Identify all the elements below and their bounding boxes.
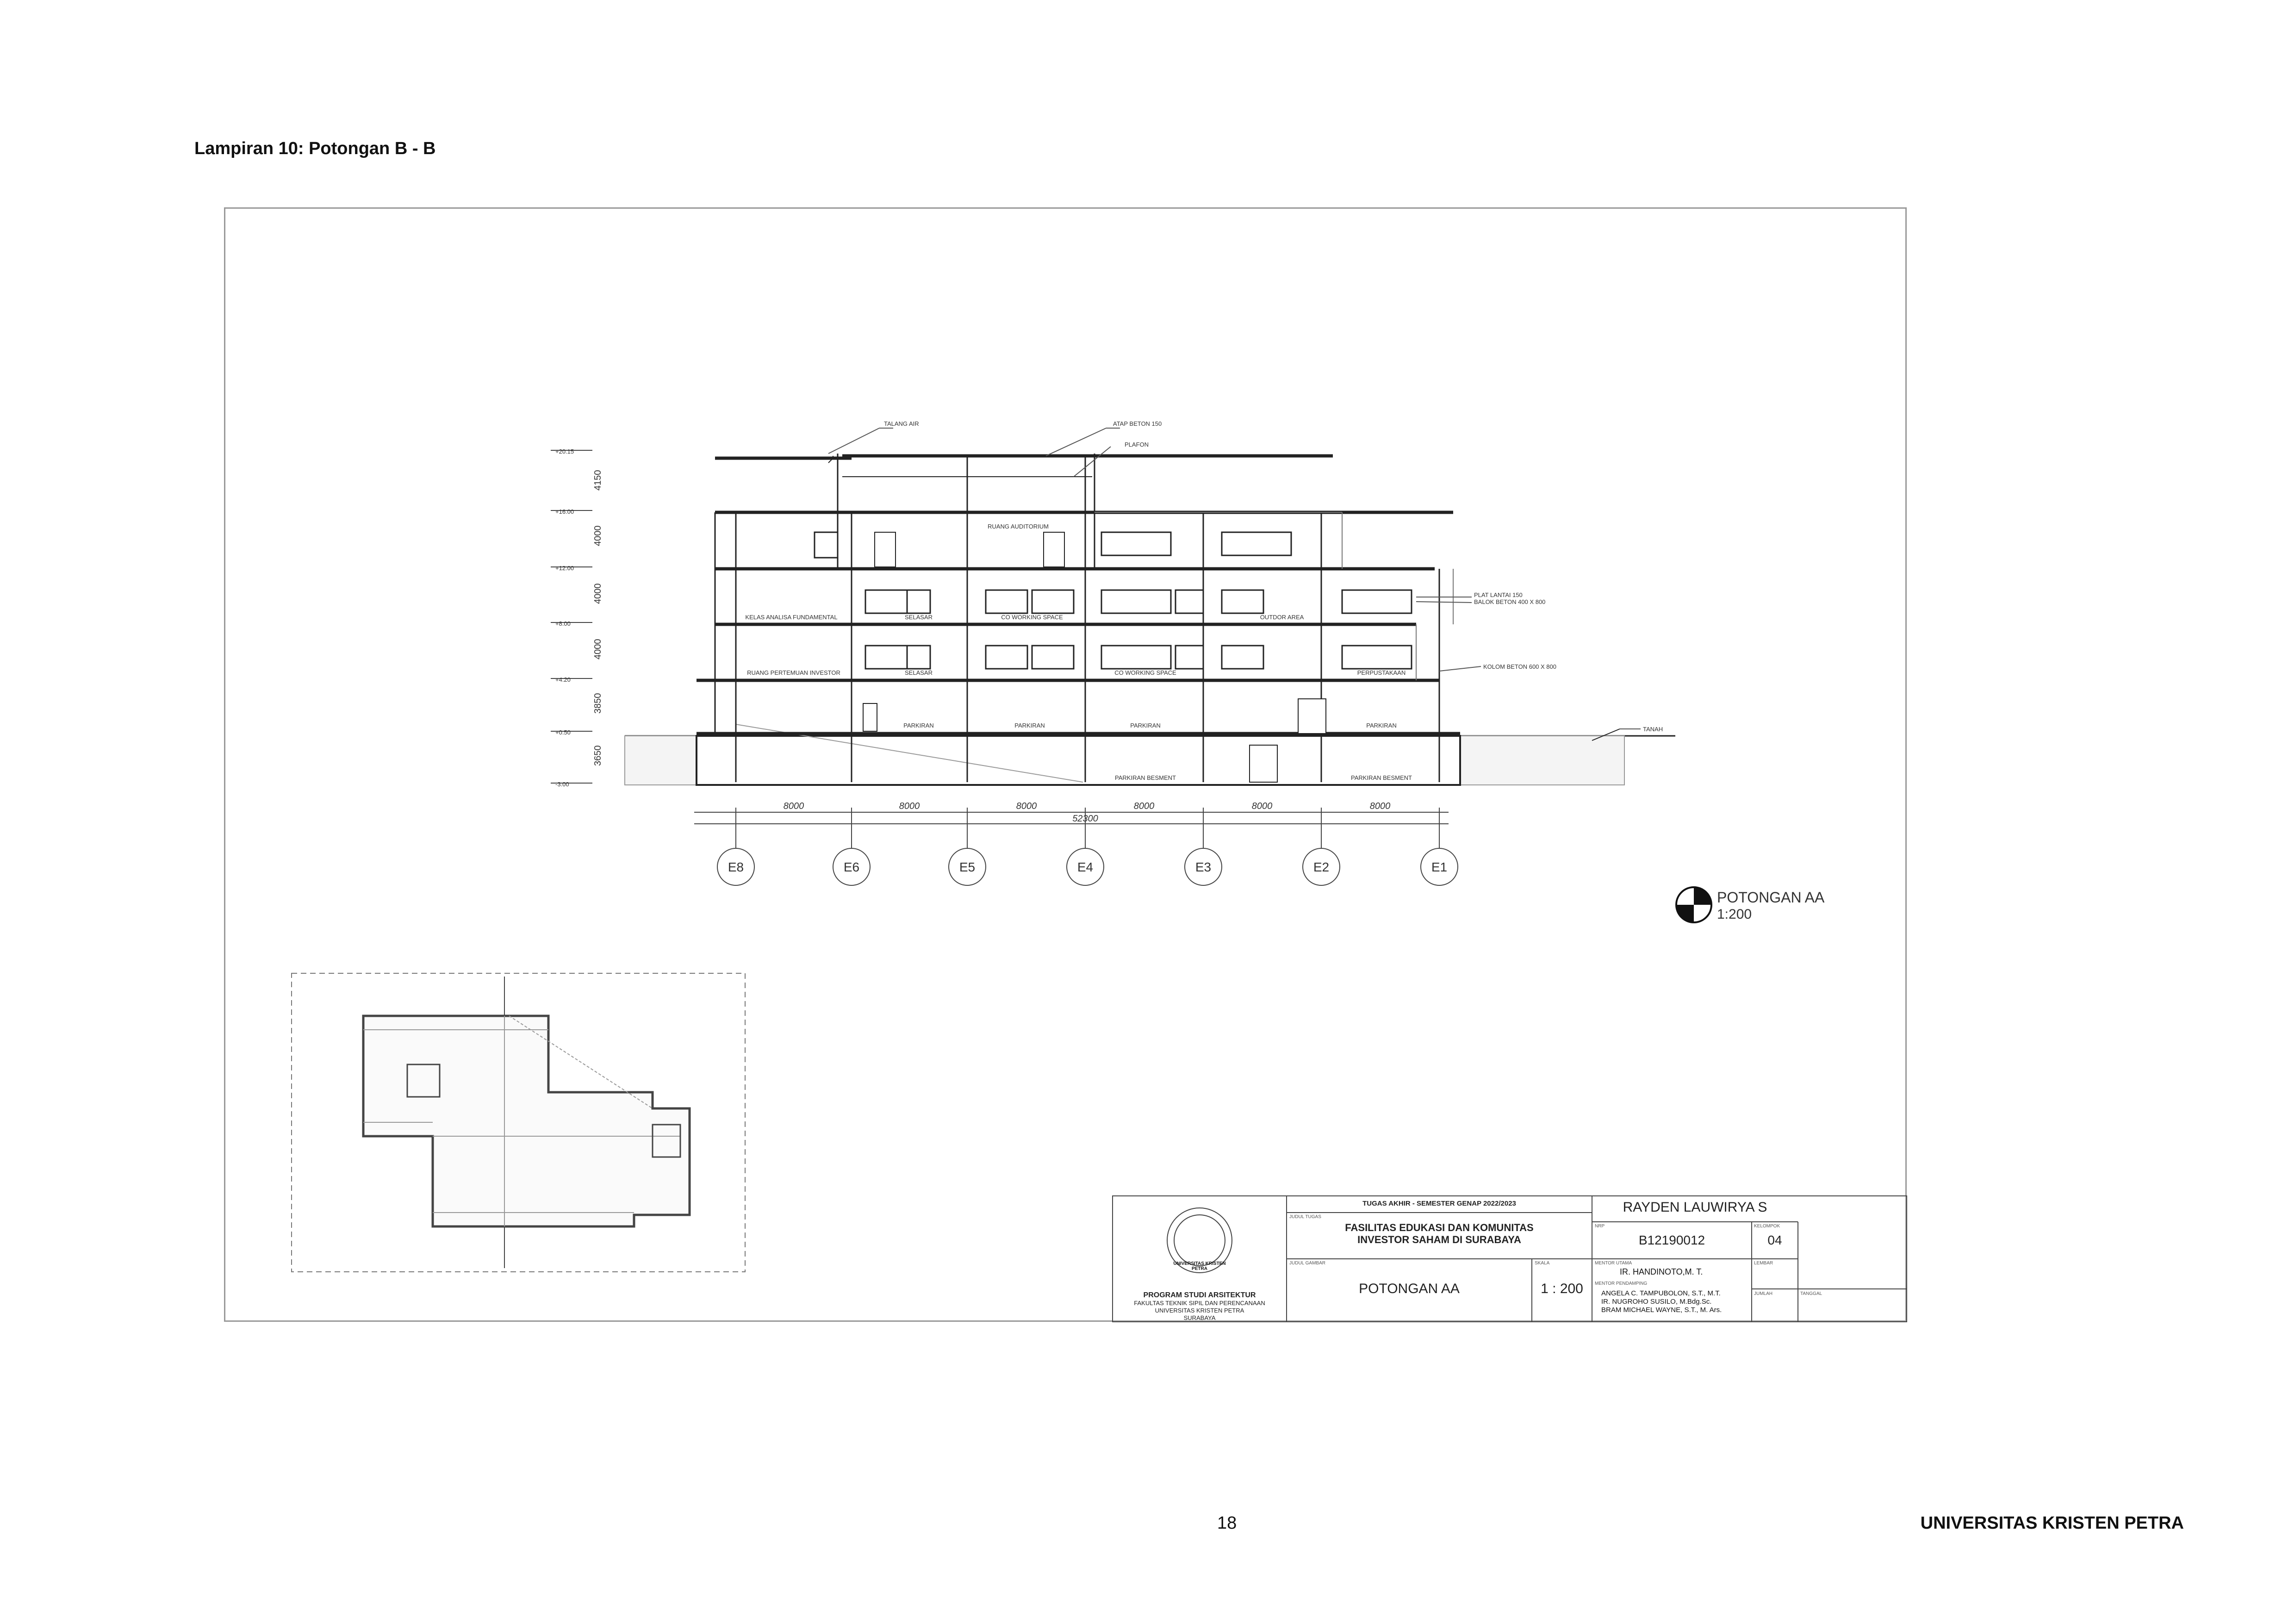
- grid-axis-label: E8: [728, 860, 744, 874]
- callout-beam: BALOK BETON 400 X 800: [1474, 598, 1545, 605]
- bay-dimension: 8000: [899, 801, 920, 811]
- bay-dimension: 8000: [1134, 801, 1155, 811]
- tb-label-sheet: LEMBAR: [1754, 1261, 1773, 1266]
- footer-institution: UNIVERSITAS KRISTEN PETRA: [1920, 1513, 2184, 1533]
- tb-project-line2: INVESTOR SAHAM DI SURABAYA: [1357, 1234, 1521, 1245]
- tb-co-mentor: IR. NUGROHO SUSILO, M.Bdg.Sc.: [1601, 1298, 1712, 1306]
- tb-co-mentor: ANGELA C. TAMPUBOLON, S.T., M.T.: [1601, 1289, 1721, 1297]
- room-label: RUANG PERTEMUAN INVESTOR: [747, 669, 840, 676]
- room-label: PARKIRAN BESMENT: [1351, 774, 1412, 781]
- room-label: RUANG AUDITORIUM: [988, 523, 1049, 530]
- tb-student-name: RAYDEN LAUWIRYA S: [1623, 1200, 1767, 1215]
- tb-university: UNIVERSITAS KRISTEN PETRA: [1155, 1307, 1244, 1314]
- room-label: KELAS ANALISA FUNDAMENTAL: [745, 614, 837, 621]
- drawing-sheet-frame: [224, 207, 1907, 1322]
- floor-height: 4000: [593, 526, 603, 547]
- floor-height: 3650: [593, 746, 603, 766]
- bay-dimension: 8000: [1370, 801, 1391, 811]
- level-label: +4.20: [555, 676, 571, 683]
- tb-label-total: JUMLAH: [1754, 1291, 1773, 1296]
- grid-axis-label: E6: [844, 860, 859, 874]
- bay-dimension: 8000: [1016, 801, 1037, 811]
- tb-label-group: KELOMPOK: [1754, 1224, 1780, 1229]
- level-label: +12.00: [555, 565, 574, 572]
- tb-drawing-title: POTONGAN AA: [1359, 1281, 1460, 1296]
- tb-label-project: JUDUL TUGAS: [1289, 1214, 1321, 1220]
- grid-axis-label: E1: [1431, 860, 1447, 874]
- grid-axis-label: E2: [1313, 860, 1329, 874]
- section-tag-title: POTONGAN AA: [1717, 889, 1825, 906]
- bay-dimension: 8000: [1252, 801, 1273, 811]
- level-label: +16.00: [555, 508, 574, 515]
- room-label: CO WORKING SPACE: [1001, 614, 1063, 621]
- room-label: PARKIRAN BESMENT: [1115, 774, 1176, 781]
- callout-ceiling: PLAFON: [1125, 441, 1149, 448]
- tb-label-nrp: NRP: [1595, 1224, 1605, 1229]
- callout-gutter: TALANG AIR: [884, 420, 919, 427]
- level-label: +20.15: [555, 448, 574, 455]
- callout-ground: TANAH: [1643, 726, 1663, 733]
- tb-co-mentor: BRAM MICHAEL WAYNE, S.T., M. Ars.: [1601, 1306, 1722, 1314]
- tb-label-scale: SKALA: [1535, 1261, 1550, 1266]
- section-aa-drawing: [624, 454, 1675, 786]
- tb-label-drawing: JUDUL GAMBAR: [1289, 1261, 1325, 1266]
- bay-dimension: 8000: [784, 801, 804, 811]
- tb-mentor: IR. HANDINOTO,M. T.: [1620, 1267, 1703, 1276]
- callout-slab: PLAT LANTAI 150: [1474, 591, 1523, 598]
- room-label: PARKIRAN: [1130, 722, 1161, 729]
- tb-city: SURABAYA: [1183, 1314, 1216, 1321]
- callout-roof: ATAP BETON 150: [1113, 420, 1162, 427]
- floor-height: 4150: [593, 470, 603, 491]
- tb-label-date: TANGGAL: [1800, 1291, 1822, 1296]
- room-label: SELASAR: [905, 614, 933, 621]
- total-dimension: 52300: [1072, 814, 1098, 824]
- grid-axis-label: E4: [1077, 860, 1093, 874]
- room-label: SELASAR: [905, 669, 933, 676]
- room-label: OUTDOR AREA: [1260, 614, 1304, 621]
- title-block-frame: [1112, 1195, 1907, 1322]
- floor-height: 3850: [593, 693, 603, 714]
- tb-course: TUGAS AKHIR - SEMESTER GENAP 2022/2023: [1362, 1200, 1516, 1207]
- floor-height: 4000: [593, 584, 603, 604]
- room-label: PARKIRAN: [1366, 722, 1397, 729]
- level-label: +8.00: [555, 620, 571, 627]
- grid-axis-label: E3: [1195, 860, 1211, 874]
- callout-column: KOLOM BETON 600 X 800: [1483, 663, 1556, 670]
- level-label: -3.00: [555, 781, 569, 788]
- section-tag-scale: 1:200: [1717, 907, 1752, 922]
- room-label: PARKIRAN: [903, 722, 934, 729]
- tb-scale: 1 : 200: [1541, 1281, 1583, 1296]
- section-tag-symbol: [1675, 886, 1712, 923]
- tb-program: PROGRAM STUDI ARSITEKTUR: [1143, 1291, 1256, 1299]
- tb-label-mentor: MENTOR UTAMA: [1595, 1261, 1632, 1266]
- level-marks: [551, 450, 592, 784]
- tb-nrp: B12190012: [1638, 1233, 1705, 1247]
- room-label: PERPUSTAKAAN: [1357, 669, 1406, 676]
- room-label: PARKIRAN: [1014, 722, 1045, 729]
- university-seal: UNIVERSITAS KRISTEN PETRA: [1173, 1261, 1226, 1271]
- tb-project-line1: FASILITAS EDUKASI DAN KOMUNITAS: [1345, 1222, 1534, 1233]
- grid-axis-label: E5: [959, 860, 975, 874]
- page-number: 18: [1217, 1513, 1237, 1533]
- level-label: +0.50: [555, 729, 571, 736]
- tb-label-co-mentor: MENTOR PENDAMPING: [1595, 1281, 1648, 1286]
- key-plan: [291, 973, 746, 1272]
- tb-group: 04: [1767, 1233, 1782, 1247]
- tb-faculty: FAKULTAS TEKNIK SIPIL DAN PERENCANAAN: [1134, 1300, 1265, 1307]
- floor-height: 4000: [593, 639, 603, 660]
- room-label: CO WORKING SPACE: [1114, 669, 1176, 676]
- page-heading: Lampiran 10: Potongan B - B: [194, 139, 436, 158]
